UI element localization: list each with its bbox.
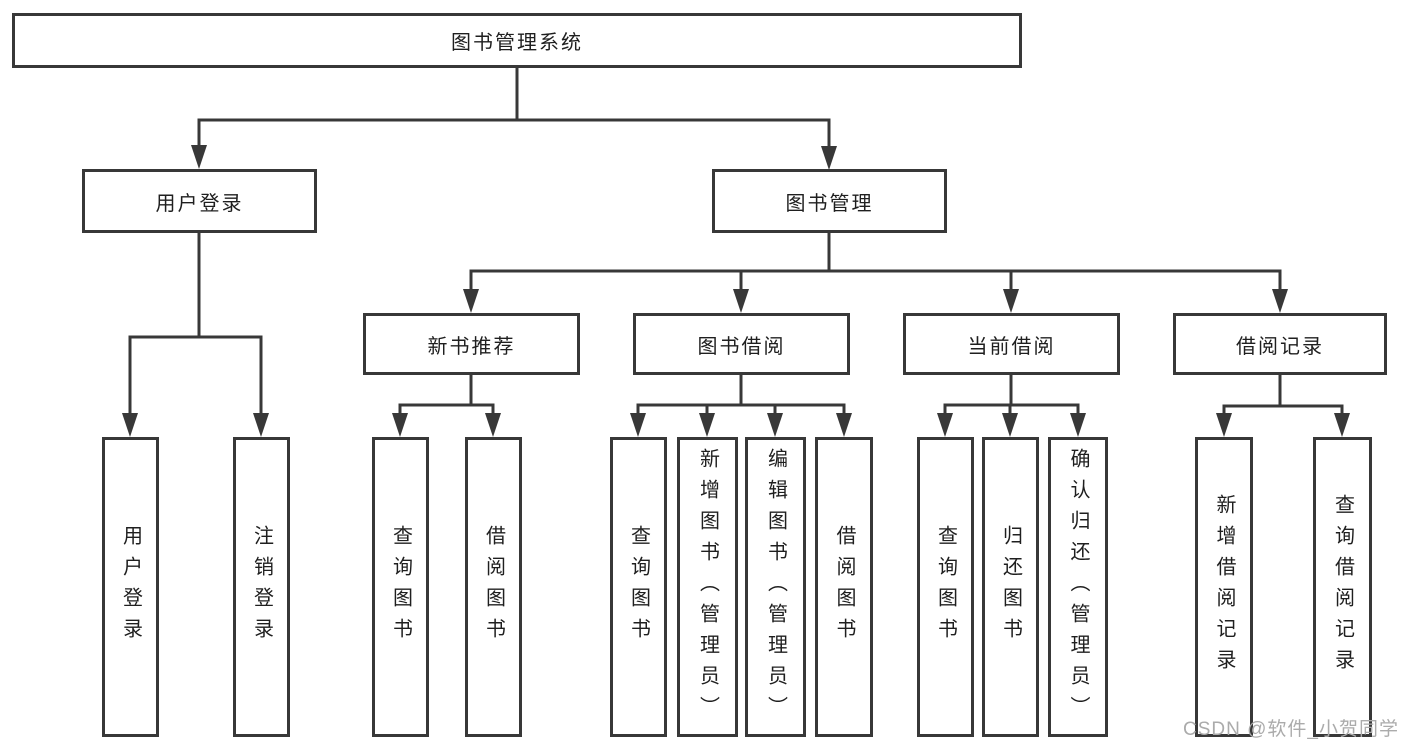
node-current-borrow: 当前借阅 bbox=[903, 313, 1120, 375]
leaf-query-books-current: 查询图书 bbox=[917, 437, 974, 737]
leaf-query-books-borrow: 查询图书 bbox=[610, 437, 667, 737]
leaf-borrow-books-recommend: 借阅图书 bbox=[465, 437, 522, 737]
node-book-management: 图书管理 bbox=[712, 169, 947, 233]
leaf-user-login: 用户登录 bbox=[102, 437, 159, 737]
node-new-book-recommend: 新书推荐 bbox=[363, 313, 580, 375]
leaf-edit-books-admin: 编辑图书（管理员） bbox=[745, 437, 806, 737]
leaf-query-books-recommend: 查询图书 bbox=[372, 437, 429, 737]
node-borrow-records: 借阅记录 bbox=[1173, 313, 1387, 375]
leaf-add-books-admin: 新增图书（管理员） bbox=[677, 437, 738, 737]
leaf-logout: 注销登录 bbox=[233, 437, 290, 737]
csdn-watermark: CSDN @软件_小贺同学 bbox=[1183, 719, 1399, 740]
leaf-return-books: 归还图书 bbox=[982, 437, 1039, 737]
leaf-add-borrow-record: 新增借阅记录 bbox=[1195, 437, 1253, 737]
node-library-management-system: 图书管理系统 bbox=[12, 13, 1022, 68]
arrowheads bbox=[122, 145, 1350, 437]
leaf-query-borrow-record: 查询借阅记录 bbox=[1313, 437, 1372, 737]
leaf-confirm-return-admin: 确认归还（管理员） bbox=[1048, 437, 1108, 737]
node-user-login: 用户登录 bbox=[82, 169, 317, 233]
leaf-borrow-books: 借阅图书 bbox=[815, 437, 873, 737]
node-book-borrow: 图书借阅 bbox=[633, 313, 850, 375]
